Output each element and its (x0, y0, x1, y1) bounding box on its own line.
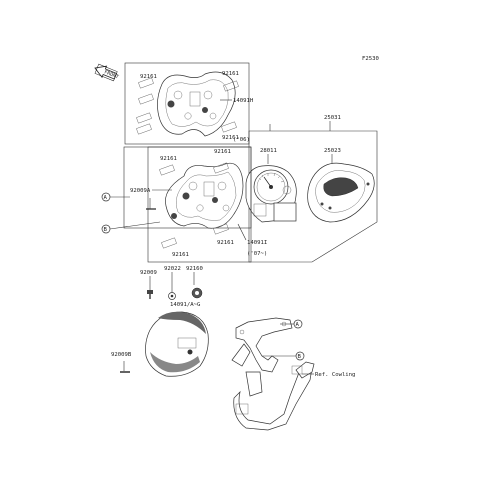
label-14091H: 14091H (233, 98, 253, 104)
label-25023: 25023 (324, 148, 341, 154)
callout-a: A (101, 192, 130, 202)
bulb-icons-06 (136, 77, 239, 135)
meter-case-07 (165, 162, 244, 229)
svg-text:A: A (296, 322, 300, 328)
label-92161: 92161 (140, 74, 157, 80)
meter-bracket (231, 317, 315, 431)
grommet-92160-icon (191, 287, 203, 299)
meter-cover (307, 162, 375, 223)
bulb-icons-07 (159, 162, 229, 249)
front-arrow-icon (94, 63, 118, 82)
label-92009: 92009 (140, 270, 157, 276)
svg-text:B: B (104, 227, 108, 233)
figure-code: F2530 (362, 56, 379, 62)
label-92160: 92160 (186, 266, 203, 272)
label-ref-cowling: Ref. Cowling (315, 372, 355, 378)
label-92022: 92022 (164, 266, 181, 272)
label-year-06: ('06) (233, 137, 250, 143)
label-92009B: 92009B (111, 352, 132, 358)
label-14091-a-g: 14091/A~G (170, 302, 201, 308)
callout-b: B (101, 221, 161, 234)
case-06-frame (124, 62, 250, 145)
callout-b: B (262, 351, 305, 361)
label-25031: 25031 (324, 115, 341, 121)
bolt-92009-icon (147, 290, 153, 299)
meter-case-06 (157, 71, 236, 137)
washer-92022-icon (168, 292, 176, 300)
label-92161: 92161 (222, 71, 239, 77)
label-92161: 92161 (172, 252, 189, 258)
label-28011: 28011 (260, 148, 277, 154)
meter-housing (145, 311, 209, 377)
case-07-outer-frame (123, 146, 252, 229)
label-year-07: ('07~) (247, 251, 267, 257)
label-92161: 92161 (160, 156, 177, 162)
label-92161: 92161 (214, 149, 231, 155)
speedometer-unit (245, 165, 297, 223)
label-92161: 92161 (222, 135, 239, 141)
label-92009A: 92009A (130, 188, 151, 194)
front-label: FRONT (103, 69, 119, 80)
label-92161: 92161 (217, 240, 234, 246)
assembly-25031-frame (248, 130, 378, 263)
svg-text:A: A (104, 195, 108, 201)
label-14091I: 14091I (247, 240, 267, 246)
callout-a: A (280, 319, 303, 329)
svg-text:B: B (298, 354, 302, 360)
